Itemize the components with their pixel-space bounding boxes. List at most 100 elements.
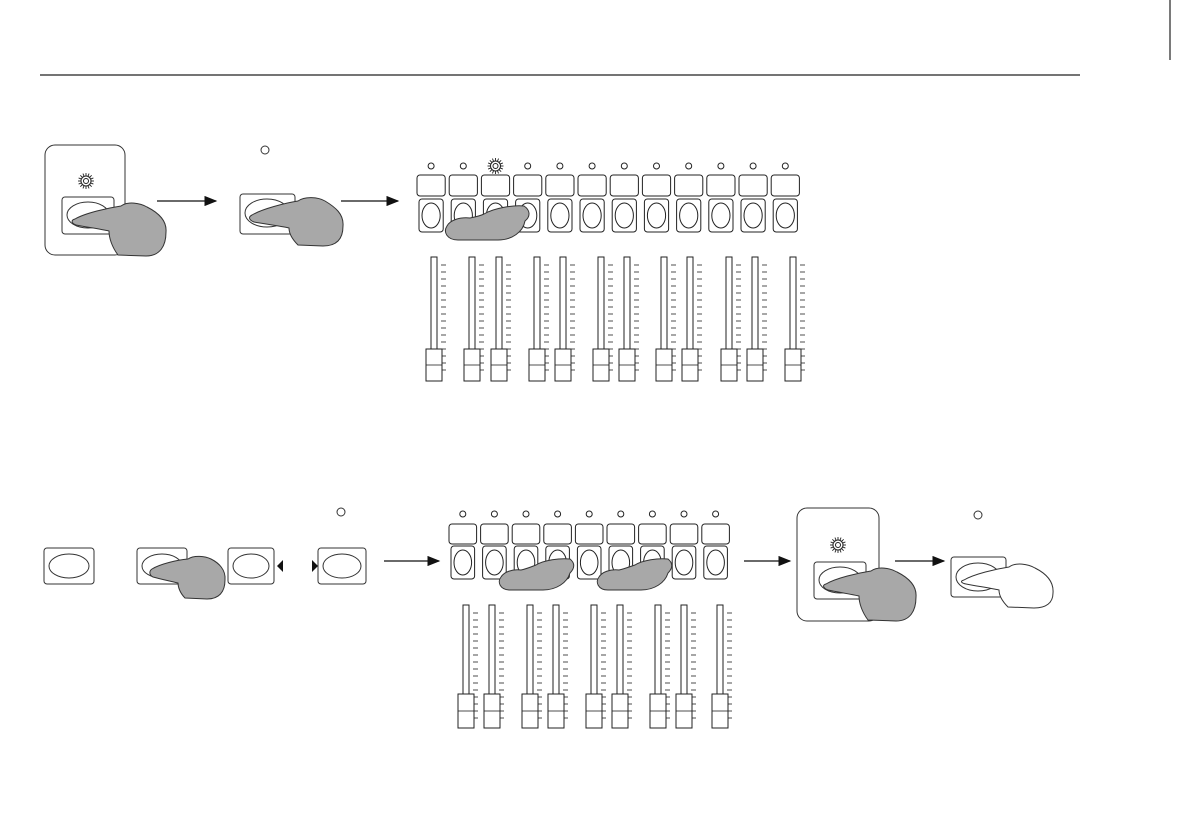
fader[interactable] (522, 605, 542, 728)
button[interactable] (318, 548, 366, 584)
channel-bank (449, 511, 729, 579)
channel-select-key[interactable] (771, 175, 799, 196)
channel-1 (417, 163, 445, 232)
channel-select-key[interactable] (514, 175, 542, 196)
led-icon (525, 163, 531, 169)
channel-select-key[interactable] (449, 175, 477, 196)
channel-select-key[interactable] (481, 175, 509, 196)
channel-select-key[interactable] (702, 524, 730, 544)
channel-select-key[interactable] (607, 524, 635, 544)
triangle-left-icon (277, 560, 283, 572)
fader[interactable] (529, 257, 549, 381)
step-button-led-off (951, 511, 1053, 608)
flash-button-face (583, 203, 601, 228)
fader[interactable] (426, 257, 446, 381)
led-icon (555, 511, 561, 517)
button[interactable] (228, 548, 274, 584)
led-lit-icon (830, 537, 846, 553)
step-pressed-button-pair (137, 548, 283, 599)
led-icon (428, 163, 434, 169)
step-panel-pressed (797, 508, 916, 621)
channel-9 (702, 511, 730, 579)
fader[interactable] (747, 257, 767, 381)
channel-12 (771, 163, 799, 232)
led-icon (974, 511, 982, 519)
flash-button-face (615, 203, 633, 228)
channel-select-key[interactable] (417, 175, 445, 196)
fader[interactable] (676, 605, 696, 728)
channel-2 (481, 511, 509, 579)
channel-select-key[interactable] (639, 524, 667, 544)
led-icon (713, 511, 719, 517)
channel-select-key[interactable] (670, 524, 698, 544)
fader[interactable] (785, 257, 805, 381)
led-icon (649, 511, 655, 517)
bottom-sequence (44, 508, 1053, 728)
fader[interactable] (619, 257, 639, 381)
fader[interactable] (586, 605, 606, 728)
led-icon (686, 163, 692, 169)
channel-select-key[interactable] (739, 175, 767, 196)
flash-button-face (647, 203, 665, 228)
fader[interactable] (555, 257, 575, 381)
channel-1 (449, 511, 477, 579)
channel-select-key[interactable] (546, 175, 574, 196)
led-icon (460, 163, 466, 169)
channel-11 (739, 163, 767, 232)
step-panel-pressed (45, 145, 166, 256)
led-icon (654, 163, 660, 169)
led-icon (681, 511, 687, 517)
led-core (493, 164, 498, 169)
channel-select-key[interactable] (578, 175, 606, 196)
fader-bank (426, 257, 805, 381)
flash-button-face (486, 550, 504, 575)
fader[interactable] (464, 257, 484, 381)
channel-select-key[interactable] (575, 524, 603, 544)
fader[interactable] (458, 605, 478, 728)
top-sequence (45, 145, 805, 381)
led-icon (718, 163, 724, 169)
channel-6 (578, 163, 606, 232)
led-lit-icon (78, 173, 94, 189)
channel-select-key[interactable] (642, 175, 670, 196)
led-lit-icon (488, 158, 504, 174)
channel-select-key[interactable] (481, 524, 509, 544)
fader[interactable] (612, 605, 632, 728)
flash-button-face (776, 203, 794, 228)
flash-button-face (580, 550, 598, 575)
channel-select-key[interactable] (675, 175, 703, 196)
button[interactable] (44, 548, 94, 584)
led-icon (261, 146, 269, 154)
led-icon (523, 511, 529, 517)
fader[interactable] (656, 257, 676, 381)
channel-select-key[interactable] (449, 524, 477, 544)
fader[interactable] (593, 257, 613, 381)
fader[interactable] (491, 257, 511, 381)
channel-select-key[interactable] (512, 524, 540, 544)
flash-button-face (454, 550, 472, 575)
fader[interactable] (721, 257, 741, 381)
led-icon (586, 511, 592, 517)
led-icon (618, 511, 624, 517)
flash-button-face (680, 203, 698, 228)
fader[interactable] (548, 605, 568, 728)
flash-button-face (551, 203, 569, 228)
channel-select-key[interactable] (610, 175, 638, 196)
channel-9 (675, 163, 703, 232)
led-core (836, 543, 841, 548)
channel-7 (610, 163, 638, 232)
flash-button-face (744, 203, 762, 228)
channel-8 (642, 163, 670, 232)
channel-select-key[interactable] (707, 175, 735, 196)
channel-5 (575, 511, 603, 579)
channel-8 (670, 511, 698, 579)
fader[interactable] (484, 605, 504, 728)
channel-select-key[interactable] (544, 524, 572, 544)
fader[interactable] (650, 605, 670, 728)
fader[interactable] (682, 257, 702, 381)
fader[interactable] (712, 605, 732, 728)
step-button-pressed (240, 146, 343, 246)
led-icon (782, 163, 788, 169)
flash-button-face (707, 550, 725, 575)
